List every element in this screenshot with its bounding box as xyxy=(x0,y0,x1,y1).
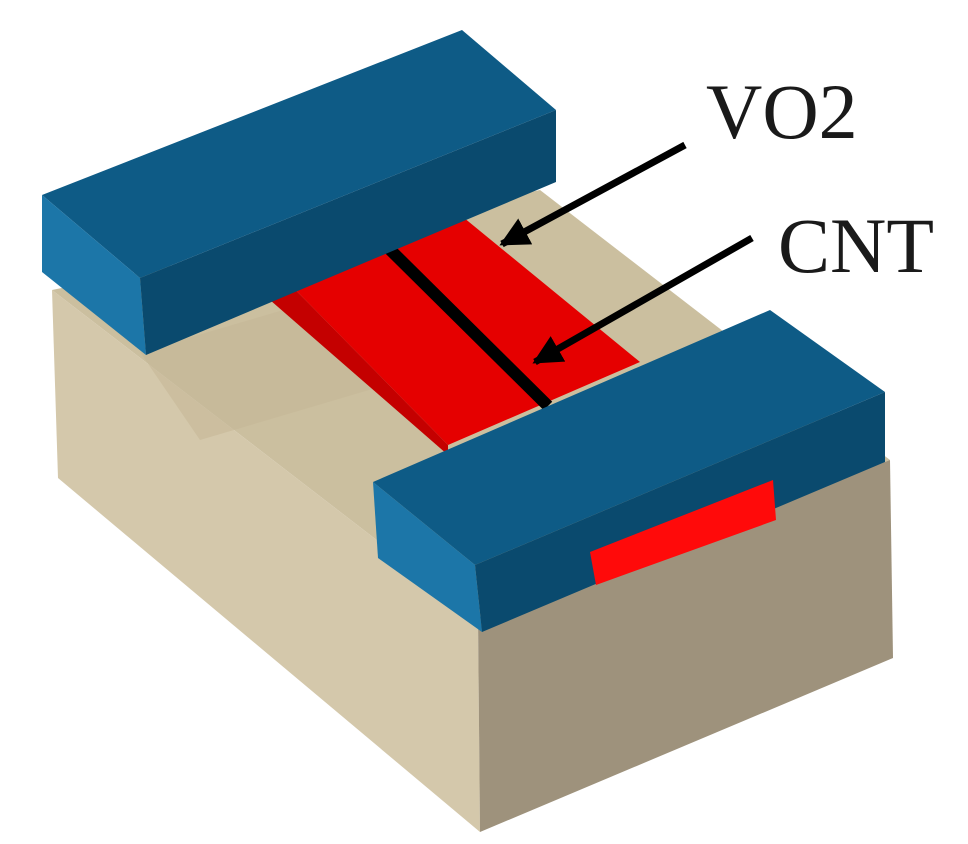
front-electrode-left-face xyxy=(373,482,482,632)
back-electrode-top-face xyxy=(42,30,556,278)
vo2-side-face xyxy=(268,262,448,455)
back-electrode-front-face xyxy=(140,110,556,355)
back-electrode xyxy=(42,30,556,355)
vo2-arrow xyxy=(499,141,687,248)
cnt-label: CNT xyxy=(778,202,934,289)
front-electrode xyxy=(373,310,885,632)
back-electrode-left-face xyxy=(42,195,146,355)
vo2-front-edge xyxy=(590,480,776,585)
substrate-left-face xyxy=(52,290,480,832)
cnt-arrow xyxy=(532,234,754,366)
front-electrode-top-face xyxy=(373,310,885,565)
vo2-label: VO2 xyxy=(706,68,858,155)
substrate-front-face xyxy=(478,460,893,832)
front-electrode-front-face xyxy=(475,392,885,632)
